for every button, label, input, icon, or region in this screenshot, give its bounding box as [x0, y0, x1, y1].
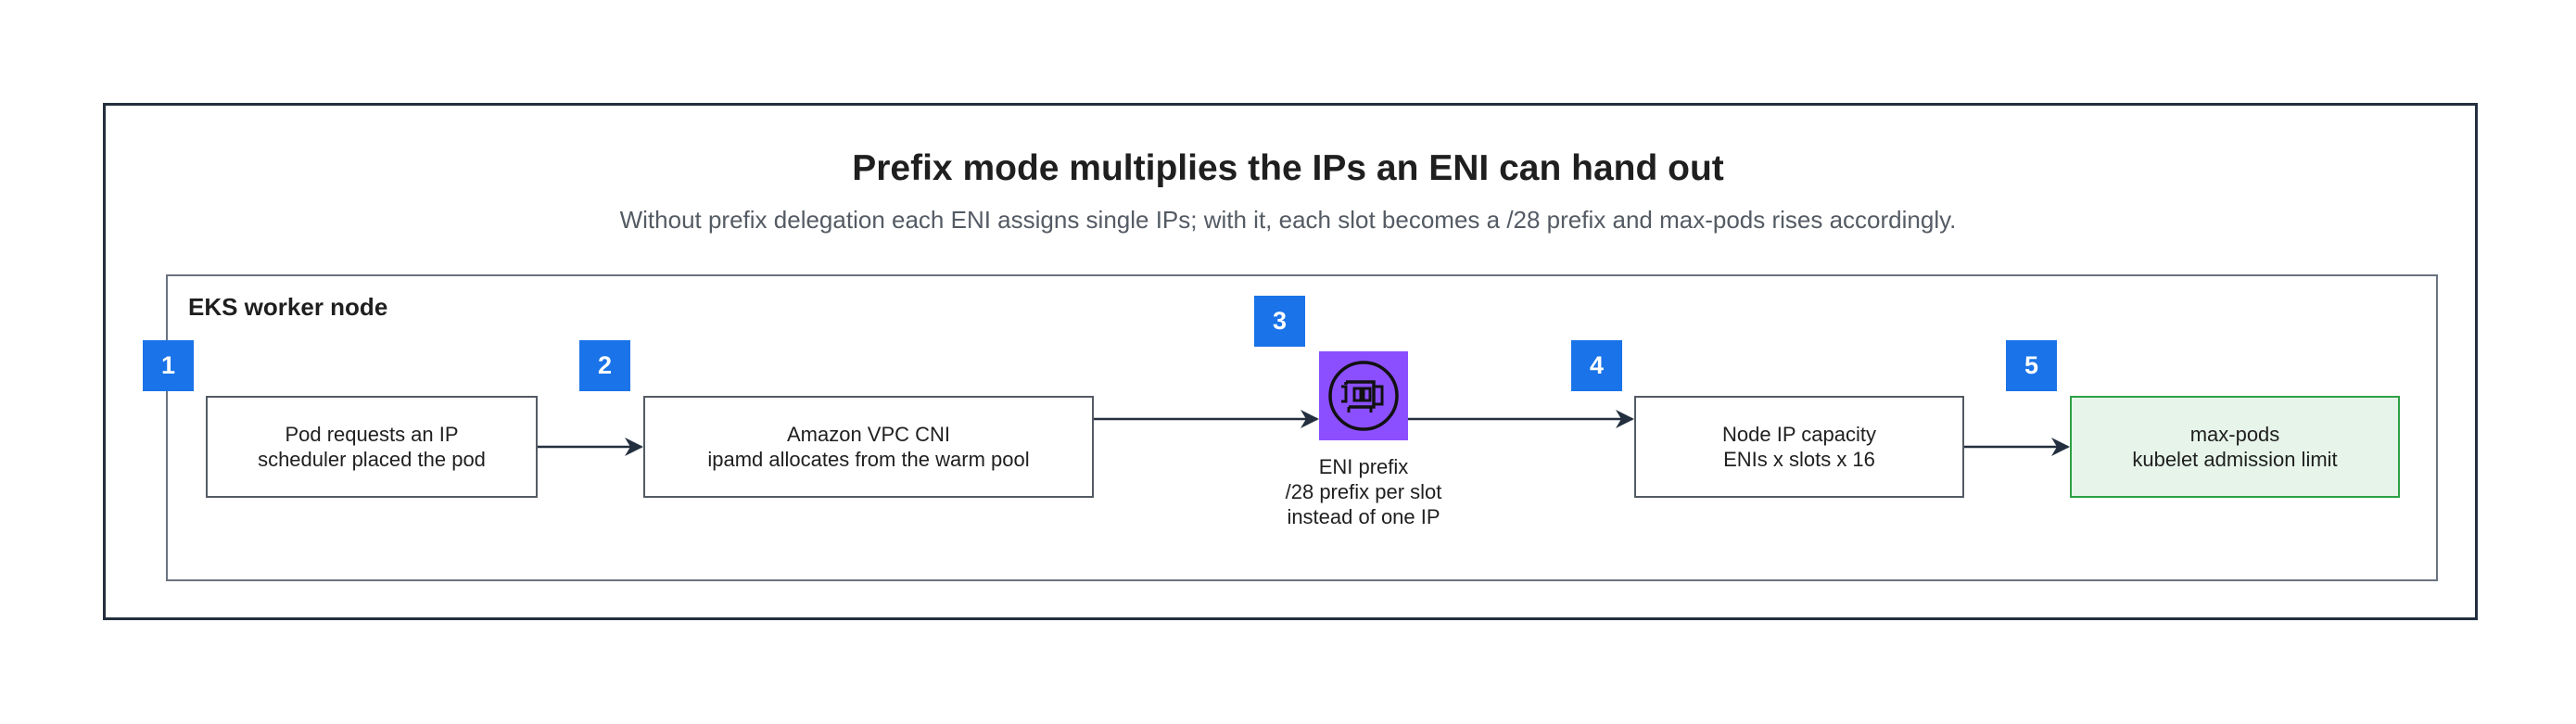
vpc-cni-detail: ipamd allocates from the warm pool [707, 448, 1030, 471]
eni-prefix-title: ENI prefix [1318, 455, 1409, 478]
max-pods-title: max-pods [2189, 423, 2280, 446]
eni-prefix-detail: /28 prefix per slot [1285, 480, 1442, 503]
pod-request-box: Pod requests an IP scheduler placed the … [206, 396, 538, 498]
eni-prefix-note: instead of one IP [1287, 505, 1440, 528]
vpc-cni-title: Amazon VPC CNI [786, 423, 951, 446]
group-label: EKS worker node [188, 293, 388, 321]
outer-frame [103, 103, 2478, 620]
network-interface-icon [1319, 351, 1408, 440]
diagram-title: Prefix mode multiplies the IPs an ENI ca… [852, 148, 1724, 188]
pod-request-detail: scheduler placed the pod [258, 448, 486, 471]
max-pods-detail: kubelet admission limit [2132, 448, 2338, 471]
vpc-cni-box: Amazon VPC CNI ipamd allocates from the … [643, 396, 1094, 498]
step-badge-2: 2 [579, 340, 630, 391]
node-ip-capacity-box: Node IP capacity ENIs x slots x 16 [1634, 396, 1964, 498]
pod-request-title: Pod requests an IP [285, 423, 459, 446]
step-badge-1: 1 [143, 340, 194, 391]
diagram-subtitle: Without prefix delegation each ENI assig… [619, 206, 1957, 234]
node-ip-capacity-title: Node IP capacity [1722, 423, 1876, 446]
eni-prefix-label: ENI prefix /28 prefix per slot instead o… [1225, 454, 1503, 529]
max-pods-box: max-pods kubelet admission limit [2070, 396, 2400, 498]
step-badge-3: 3 [1254, 296, 1305, 347]
eks-worker-node-group [166, 274, 2438, 581]
step-badge-4: 4 [1571, 340, 1622, 391]
node-ip-capacity-formula: ENIs x slots x 16 [1723, 448, 1875, 471]
step-badge-5: 5 [2006, 340, 2057, 391]
